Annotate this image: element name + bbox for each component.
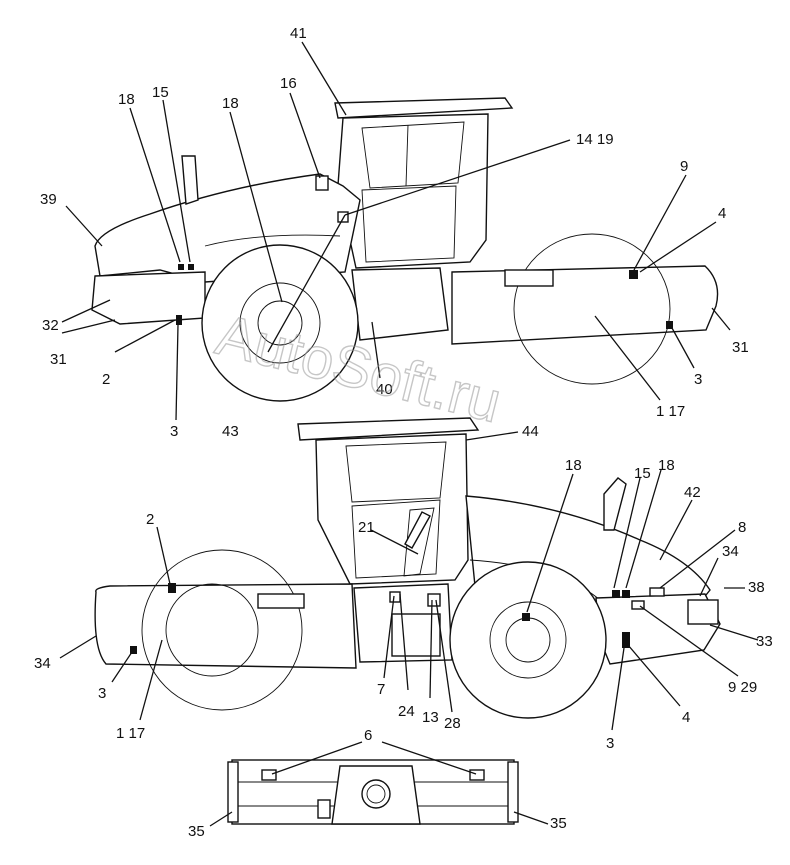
callout-38: 38 bbox=[748, 579, 765, 596]
callout-16: 16 bbox=[280, 75, 297, 92]
callout-18: 18 bbox=[222, 95, 239, 112]
callout-32: 32 bbox=[42, 317, 59, 334]
callouts-bottom: 6 35 35 bbox=[188, 727, 567, 840]
callout-4: 4 bbox=[718, 205, 726, 222]
callout-3: 3 bbox=[170, 423, 178, 440]
callout-34: 34 bbox=[34, 655, 51, 672]
callout-4: 4 bbox=[682, 709, 690, 726]
callout-43: 43 bbox=[222, 423, 239, 440]
callout-21: 21 bbox=[358, 519, 375, 536]
callout-1-17: 1 17 bbox=[116, 725, 145, 742]
callout-31: 31 bbox=[732, 339, 749, 356]
callout-leaders-top bbox=[61, 41, 731, 421]
callout-28: 28 bbox=[444, 715, 461, 732]
callouts-top: 41 16 18 15 18 14 19 9 4 39 32 31 2 3 43… bbox=[40, 25, 749, 440]
frame-front-view bbox=[227, 759, 519, 825]
callout-1-17: 1 17 bbox=[656, 403, 685, 420]
callouts-middle: 44 18 15 18 42 8 34 38 33 2 21 34 3 1 17… bbox=[34, 423, 773, 752]
callout-leaders-bottom bbox=[209, 741, 549, 827]
callout-42: 42 bbox=[684, 484, 701, 501]
callout-24: 24 bbox=[398, 703, 415, 720]
callout-15: 15 bbox=[634, 465, 651, 482]
callout-7: 7 bbox=[377, 681, 385, 698]
callout-18: 18 bbox=[118, 91, 135, 108]
callout-35: 35 bbox=[188, 823, 205, 840]
callout-2: 2 bbox=[102, 371, 110, 388]
callout-13: 13 bbox=[422, 709, 439, 726]
roller-right-side-view bbox=[91, 97, 719, 402]
callout-2: 2 bbox=[146, 511, 154, 528]
callout-41: 41 bbox=[290, 25, 307, 42]
callout-9-29: 9 29 bbox=[728, 679, 757, 696]
callout-34: 34 bbox=[722, 543, 739, 560]
callout-3: 3 bbox=[606, 735, 614, 752]
callout-6: 6 bbox=[364, 727, 372, 744]
callout-3: 3 bbox=[98, 685, 106, 702]
callout-leaders-middle bbox=[59, 431, 759, 731]
callout-18: 18 bbox=[658, 457, 675, 474]
callout-44: 44 bbox=[522, 423, 539, 440]
callout-39: 39 bbox=[40, 191, 57, 208]
callout-9: 9 bbox=[680, 158, 688, 175]
roller-left-side-view bbox=[94, 417, 721, 719]
callout-33: 33 bbox=[756, 633, 773, 650]
callout-18: 18 bbox=[565, 457, 582, 474]
callout-35: 35 bbox=[550, 815, 567, 832]
callout-31: 31 bbox=[50, 351, 67, 368]
callout-3: 3 bbox=[694, 371, 702, 388]
callout-8: 8 bbox=[738, 519, 746, 536]
callout-15: 15 bbox=[152, 84, 169, 101]
callout-14-19: 14 19 bbox=[576, 131, 614, 148]
callout-40: 40 bbox=[376, 381, 393, 398]
